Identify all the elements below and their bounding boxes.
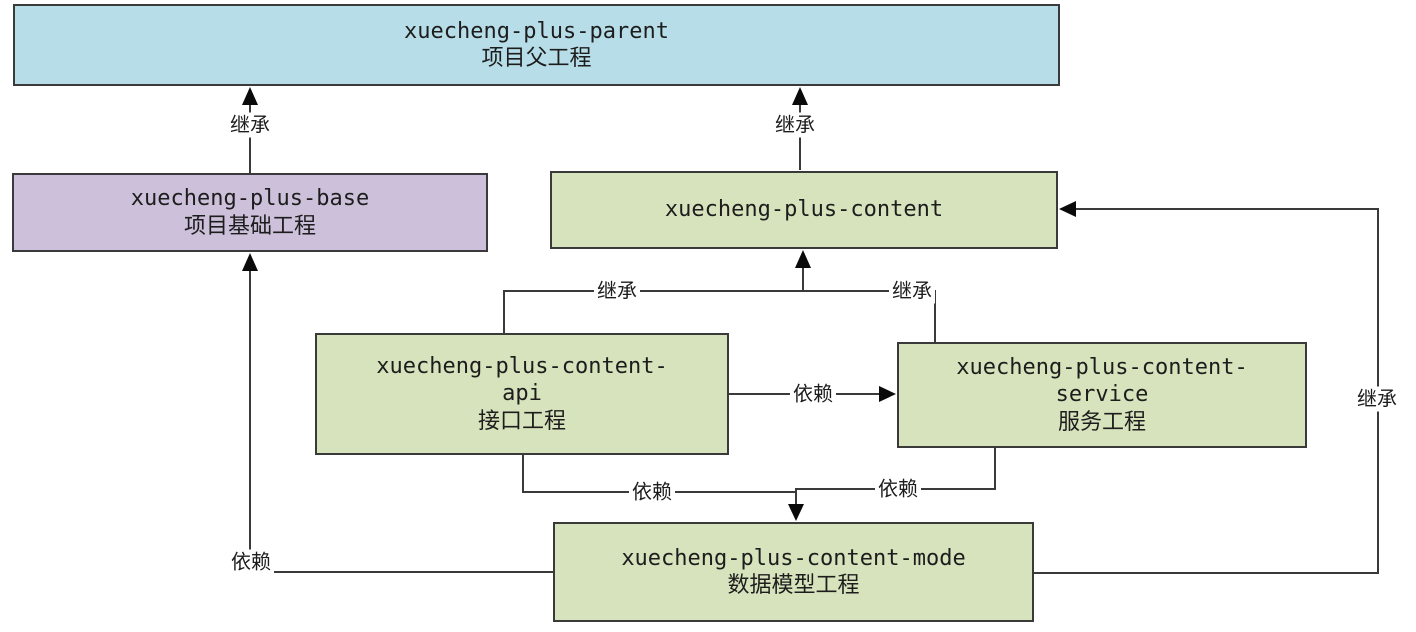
arrowhead-to-content-bottom bbox=[795, 250, 811, 268]
node-base-desc: 项目基础工程 bbox=[183, 213, 316, 239]
node-content-service-name-1: xuecheng-plus-content- bbox=[956, 354, 1248, 380]
node-content-mode-desc: 数据模型工程 bbox=[727, 573, 860, 598]
node-content-api-name-1: xuecheng-plus-content- bbox=[376, 353, 668, 379]
edge-label-depend-api-mode: 依赖 bbox=[629, 479, 675, 505]
node-content-service-desc: 服务工程 bbox=[1057, 409, 1146, 435]
edge-label-depend-service-mode: 依赖 bbox=[875, 476, 921, 502]
edge-label-depend-api-service: 依赖 bbox=[790, 381, 836, 407]
edge-label-inherit-base-parent: 继承 bbox=[227, 112, 273, 138]
node-parent-desc: 项目父工程 bbox=[481, 46, 592, 71]
arrowhead-to-content-right bbox=[1059, 201, 1076, 217]
edge-label-inherit-service-content: 继承 bbox=[889, 278, 935, 304]
arrowhead-to-base-bottom bbox=[242, 253, 258, 271]
node-content-mode-name: xuecheng-plus-content-mode bbox=[621, 545, 966, 571]
arrowhead-api-to-service bbox=[879, 386, 896, 402]
arrowhead-to-mode-top bbox=[788, 504, 804, 521]
edge-api-service-to-content bbox=[503, 290, 936, 342]
edge-label-inherit-mode-content: 继承 bbox=[1354, 386, 1400, 412]
node-base: xuecheng-plus-base 项目基础工程 bbox=[12, 173, 488, 252]
node-parent: xuecheng-plus-parent 项目父工程 bbox=[13, 4, 1060, 86]
arrowhead-base-to-parent bbox=[242, 87, 258, 105]
node-content-service-name-2: service bbox=[1055, 382, 1149, 408]
node-content-api-desc: 接口工程 bbox=[477, 408, 566, 434]
node-base-name: xuecheng-plus-base bbox=[130, 186, 370, 211]
arrowhead-content-to-parent bbox=[792, 87, 808, 105]
node-content-mode: xuecheng-plus-content-mode 数据模型工程 bbox=[553, 522, 1034, 622]
node-content-api-name-2: api bbox=[502, 381, 542, 407]
node-content-service: xuecheng-plus-content- service 服务工程 bbox=[897, 342, 1307, 448]
node-content-api: xuecheng-plus-content- api 接口工程 bbox=[315, 333, 729, 455]
node-content: xuecheng-plus-content bbox=[550, 171, 1058, 249]
node-content-name: xuecheng-plus-content bbox=[664, 197, 944, 223]
edge-api-to-mode bbox=[522, 455, 796, 493]
node-parent-name: xuecheng-plus-parent bbox=[404, 18, 669, 44]
edge-label-inherit-api-content: 继承 bbox=[594, 278, 640, 304]
edge-label-depend-mode-base: 依赖 bbox=[228, 549, 274, 575]
edge-label-inherit-content-parent: 继承 bbox=[772, 112, 818, 138]
